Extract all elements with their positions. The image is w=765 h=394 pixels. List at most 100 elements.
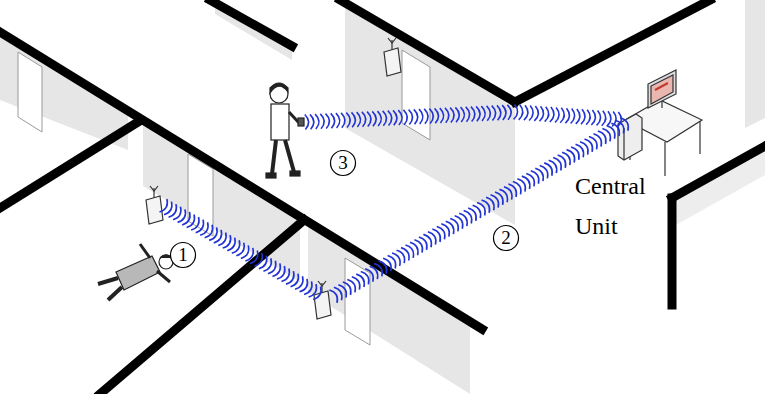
callout-number: 3 xyxy=(331,151,355,175)
signal-arc xyxy=(450,108,454,123)
sensor xyxy=(384,38,401,76)
signal-arc xyxy=(205,225,213,238)
signal-arc xyxy=(286,271,294,284)
callout-circle xyxy=(331,151,356,176)
wireless-signals xyxy=(160,104,629,302)
signal-arc xyxy=(419,109,423,124)
signal-arc xyxy=(338,285,346,298)
signal-arc xyxy=(352,277,360,290)
signal-arc xyxy=(272,263,280,276)
signal-arc xyxy=(589,136,597,149)
signal-arc xyxy=(424,109,428,124)
signal-arc xyxy=(466,107,470,122)
signal-arc xyxy=(437,226,445,239)
wall xyxy=(0,32,482,329)
signal-arc xyxy=(461,107,465,122)
wall xyxy=(0,122,138,208)
signal-arc xyxy=(562,152,570,165)
signal-arc xyxy=(414,109,418,124)
signal-arc xyxy=(567,150,575,163)
signal-arc xyxy=(535,168,543,181)
signal-arc xyxy=(550,107,554,122)
signal-arc xyxy=(414,240,422,253)
wall xyxy=(668,198,677,305)
signal-arc xyxy=(232,240,240,253)
signal-arc xyxy=(182,212,190,225)
signal-arc xyxy=(549,160,557,173)
signal-arc xyxy=(388,256,396,269)
wall-face xyxy=(0,36,128,150)
signal-arc xyxy=(526,173,534,186)
signal-arc xyxy=(365,269,373,282)
signal-arc xyxy=(517,179,525,192)
signal-arc xyxy=(393,110,397,125)
callout-number: 2 xyxy=(494,226,518,250)
signal-arc xyxy=(409,110,413,125)
signal-arc xyxy=(477,203,485,216)
signal-arc xyxy=(459,213,467,226)
signal-arc xyxy=(254,253,262,266)
signal-arc xyxy=(571,109,575,124)
signal-arc xyxy=(405,245,413,258)
signal-arc xyxy=(326,114,330,129)
wall xyxy=(100,220,304,394)
signal-arc xyxy=(361,271,369,284)
signal-arc xyxy=(309,284,317,297)
wall xyxy=(340,0,515,102)
signal-arc xyxy=(522,176,530,189)
door xyxy=(402,50,430,140)
signal-arc xyxy=(586,110,590,125)
signal-arc xyxy=(320,114,324,129)
signal-arc xyxy=(607,126,615,139)
signal-arc xyxy=(545,107,549,122)
door xyxy=(345,258,370,345)
wall-face xyxy=(345,6,515,225)
signal-arc xyxy=(508,184,516,197)
signal-arc xyxy=(432,229,440,242)
signal-arc xyxy=(455,107,459,122)
signal-arc xyxy=(305,115,309,130)
signal-arc xyxy=(476,106,480,121)
signal-arc xyxy=(313,287,321,300)
signal-arc xyxy=(529,106,533,121)
sensors xyxy=(146,38,401,319)
signal-arc xyxy=(336,113,340,128)
signal-arc xyxy=(401,248,409,261)
signal-arc xyxy=(471,107,475,122)
signal-arc xyxy=(173,207,181,220)
signal-arc xyxy=(584,139,592,152)
signal-arc xyxy=(331,113,335,128)
callout-circle xyxy=(171,243,196,268)
signal-arc xyxy=(519,105,523,120)
wall xyxy=(672,146,765,198)
signal-arc xyxy=(377,111,381,126)
signal-arc xyxy=(481,106,485,121)
signal-arc xyxy=(310,114,314,129)
unit-label: Central Unit xyxy=(575,166,667,246)
signal-arc xyxy=(560,108,564,123)
signal-arc xyxy=(591,110,595,125)
callout-number: 1 xyxy=(171,243,195,267)
signal-arc xyxy=(553,158,561,171)
signal-arc xyxy=(450,218,458,231)
signal-arc xyxy=(362,112,366,127)
signal-arc xyxy=(383,111,387,126)
callout-circles xyxy=(171,151,519,268)
signal-arc xyxy=(576,144,584,157)
signal-arc xyxy=(379,261,387,274)
signal-arc xyxy=(356,274,364,287)
signal-arc xyxy=(540,166,548,179)
signal-arc xyxy=(534,106,538,121)
signal-arc xyxy=(351,112,355,127)
signal-arc xyxy=(440,108,444,123)
signal-arc xyxy=(160,199,168,212)
signal-arc xyxy=(245,248,253,261)
signal-arc xyxy=(497,105,501,120)
signal-arc xyxy=(555,107,559,122)
signal-arc xyxy=(441,224,449,237)
signal-arc xyxy=(507,105,511,120)
signal-arc xyxy=(374,264,382,277)
wall-face xyxy=(745,0,765,128)
